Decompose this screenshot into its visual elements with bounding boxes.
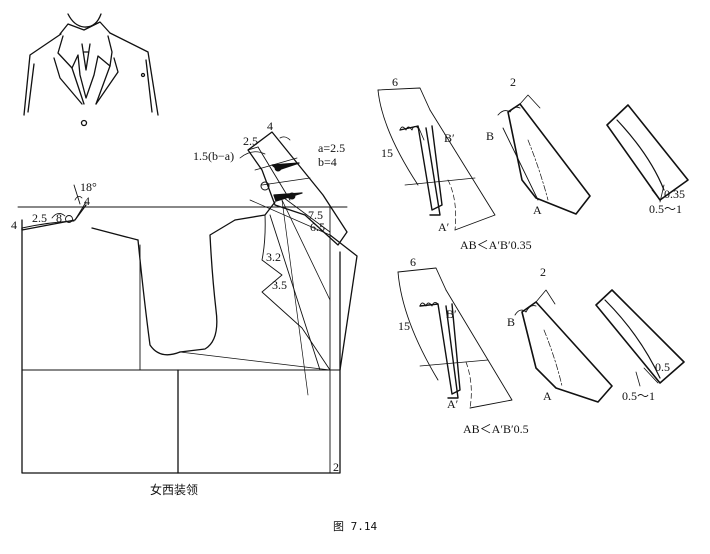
figure-caption: 图 7.14	[333, 520, 377, 533]
pattern-subtitle: 女西装领	[150, 482, 198, 497]
label-dim-4-lapel: 4	[267, 119, 273, 133]
bottom-label-a: A	[543, 389, 552, 403]
top-label-six: 6	[392, 75, 398, 89]
label-dim-3-5: 3.5	[272, 278, 287, 292]
top-label-b: B	[486, 129, 494, 143]
top-label-a: A	[533, 203, 542, 217]
bottom-label-range: 0.5～1	[622, 389, 655, 403]
bottom-label-b-prime: B′	[446, 307, 457, 321]
top-label-ease: 0.35	[664, 187, 685, 201]
jacket-sketch	[23, 13, 159, 127]
label-dim-6-5: 6.5	[310, 220, 325, 234]
detail-bottom-row	[397, 267, 685, 409]
label-a-value: a=2.5	[318, 141, 345, 155]
bottom-label-six: 6	[410, 255, 416, 269]
label-dim-2-5-neck: 2.5	[32, 211, 47, 225]
bodice-pattern	[17, 184, 358, 474]
top-label-range: 0.5～1	[649, 202, 682, 216]
detail-top-row	[377, 87, 689, 231]
top-label-fifteen: 15	[381, 146, 393, 160]
top-label-two: 2	[510, 75, 516, 89]
label-dim-7-5: 7.5	[308, 208, 323, 222]
label-collar-angle: 18°	[80, 180, 97, 194]
bottom-label-a-prime: A′	[447, 397, 459, 411]
lapel-collar	[239, 131, 348, 246]
top-label-a-prime: A′	[438, 220, 450, 234]
label-dim-4-left: 4	[11, 218, 17, 232]
bottom-label-two: 2	[540, 265, 546, 279]
label-formula: 1.5(b−a)	[193, 149, 234, 163]
label-hem-2: 2	[333, 460, 339, 474]
label-dim-8: 8	[56, 211, 62, 225]
top-caption: AB＜A′B′0.35	[460, 238, 532, 252]
bottom-label-fifteen: 15	[398, 319, 410, 333]
label-dim-3-2: 3.2	[266, 250, 281, 264]
bottom-caption: AB＜A′B′0.5	[463, 422, 529, 436]
label-dim-4-top: 4	[84, 194, 90, 208]
label-dim-2-5-lapel: 2.5	[243, 134, 258, 148]
top-label-b-prime: B′	[444, 131, 455, 145]
bottom-label-b: B	[507, 315, 515, 329]
bottom-label-ease: 0.5	[655, 360, 670, 374]
label-b-value: b=4	[318, 155, 337, 169]
